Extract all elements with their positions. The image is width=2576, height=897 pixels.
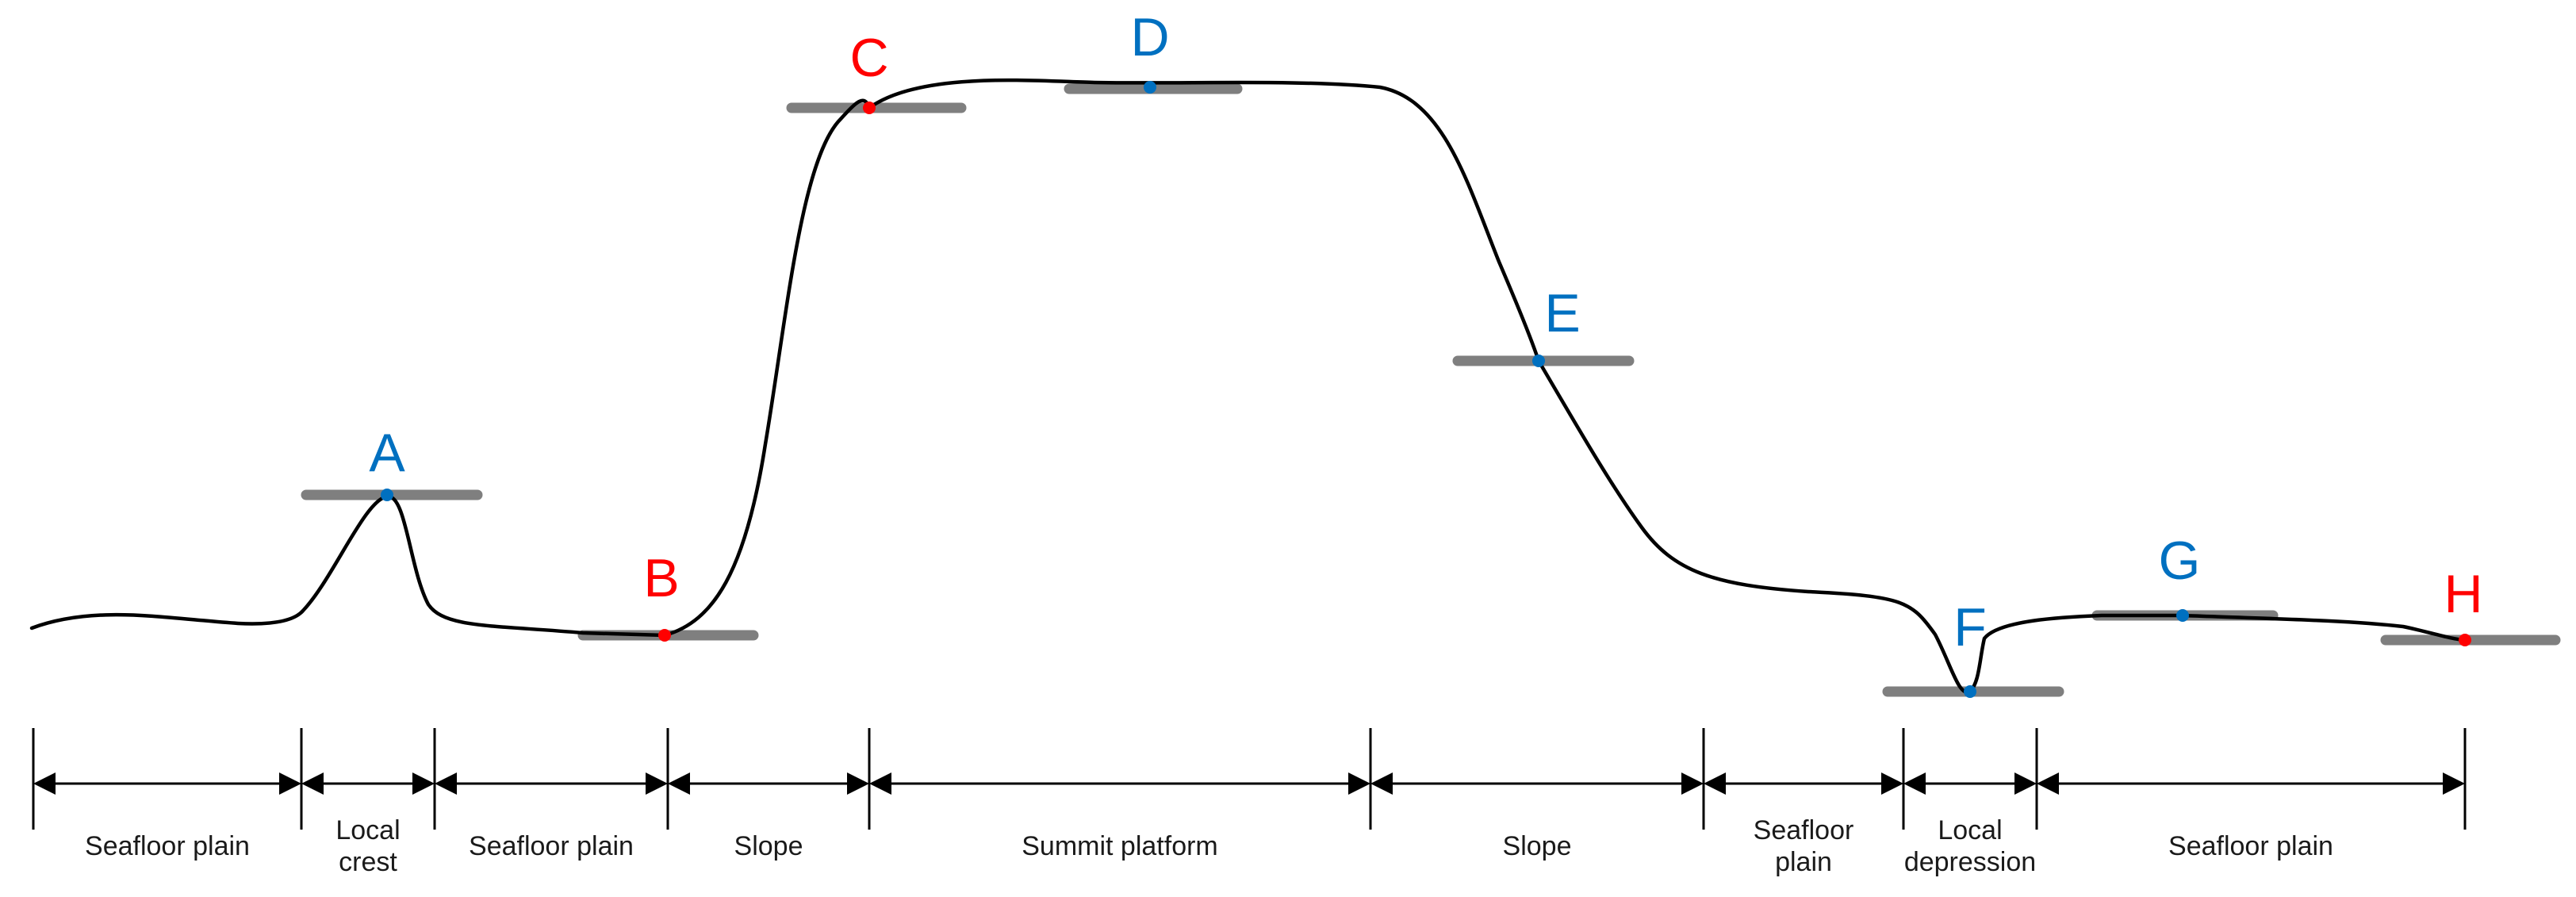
- point-label-e: E: [1544, 283, 1580, 343]
- segment-arrow-right-7: [2014, 772, 2037, 795]
- point-dot-e: [1532, 355, 1545, 367]
- segment-arrow-left-6: [1704, 772, 1726, 795]
- segment-label-7-line-0: Local: [1938, 815, 2002, 845]
- seafloor-profile-curve: [29, 78, 2467, 695]
- segment-arrow-right-3: [847, 772, 869, 795]
- point-dot-a: [381, 489, 393, 501]
- segment-label-6-line-0: Seafloor: [1754, 815, 1854, 845]
- segment-arrow-left-7: [1903, 772, 1926, 795]
- point-label-c: C: [849, 28, 888, 88]
- segment-arrow-right-5: [1681, 772, 1704, 795]
- segment-arrow-left-3: [668, 772, 690, 795]
- segment-arrow-left-4: [869, 772, 891, 795]
- segment-label-1-line-1: crest: [339, 847, 397, 877]
- point-dot-d: [1144, 81, 1156, 94]
- segment-arrow-left-1: [301, 772, 324, 795]
- segment-arrow-right-4: [1348, 772, 1370, 795]
- point-label-h: H: [2444, 564, 2482, 624]
- point-label-f: F: [1953, 597, 1987, 657]
- segment-label-1-line-0: Local: [335, 815, 400, 845]
- point-labels: A B C D E F G H: [369, 7, 2482, 657]
- segment-arrow-right-8: [2443, 772, 2465, 795]
- point-label-g: G: [2159, 531, 2201, 591]
- point-dot-f: [1964, 685, 1976, 698]
- segment-arrow-right-2: [646, 772, 668, 795]
- point-dot-g: [2176, 609, 2189, 622]
- point-label-b: B: [643, 548, 679, 608]
- point-dot-h: [2459, 634, 2471, 646]
- point-markers: [381, 81, 2471, 698]
- segment-arrow-right-1: [412, 772, 435, 795]
- point-label-d: D: [1130, 7, 1169, 67]
- segment-label-2: Seafloor plain: [469, 831, 634, 861]
- segment-arrow-left-0: [33, 772, 56, 795]
- segment-dimension-lines: [32, 728, 2467, 830]
- segment-arrow-left-2: [435, 772, 457, 795]
- segment-arrow-right-6: [1881, 772, 1903, 795]
- segment-arrow-left-8: [2037, 772, 2059, 795]
- point-dot-c: [863, 102, 876, 114]
- segment-label-8: Seafloor plain: [2168, 831, 2333, 861]
- segment-label-4: Summit platform: [1022, 831, 1218, 861]
- segment-label-0: Seafloor plain: [85, 831, 250, 861]
- point-dot-b: [658, 629, 671, 642]
- point-label-a: A: [369, 423, 405, 483]
- segment-label-3: Slope: [734, 831, 803, 861]
- segment-arrow-right-0: [279, 772, 301, 795]
- segment-label-5: Slope: [1503, 831, 1572, 861]
- segment-label-6-line-1: plain: [1775, 847, 1832, 877]
- segment-label-7-line-1: depression: [1904, 847, 2036, 877]
- segment-arrow-left-5: [1370, 772, 1393, 795]
